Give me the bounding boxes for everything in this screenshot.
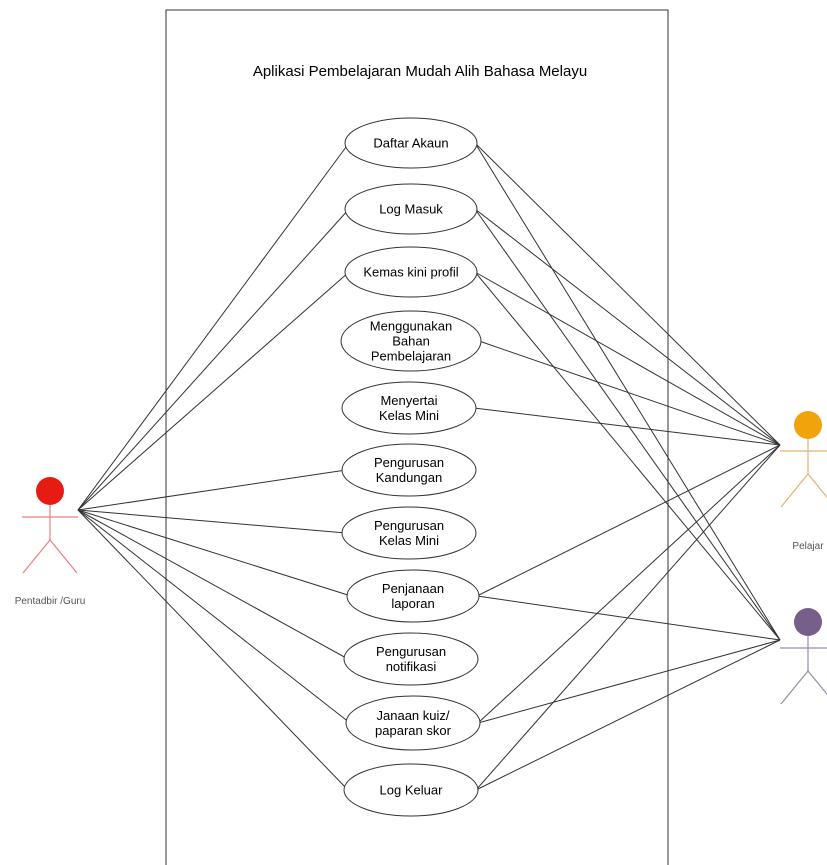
association-third-penjanaan-laporan [476, 595, 781, 641]
actor-left-leg [780, 670, 809, 705]
actor-third [780, 608, 827, 705]
actor-left-leg [780, 473, 809, 508]
association-admin-janaan-kuiz [77, 509, 351, 724]
use-case-ellipse [341, 506, 477, 560]
use-case-label: notifikasi [386, 659, 437, 674]
association-admin-pengurusan-kelas-mini [77, 509, 347, 534]
actor-head-icon [794, 608, 822, 636]
use-case-label: Kelas Mini [379, 533, 439, 548]
use-case-label: Kelas Mini [379, 408, 439, 423]
association-third-log-masuk [474, 208, 781, 641]
association-admin-pengurusan-notifikasi [77, 509, 349, 660]
use-case-label: laporan [391, 596, 434, 611]
use-case-daftar-akaun[interactable]: Daftar Akaun [344, 117, 478, 169]
use-case-label: Pengurusan [374, 518, 444, 533]
association-student-menggunakan-bahan [478, 340, 781, 446]
association-student-kemas-kini-profil [474, 271, 781, 446]
use-case-kemas-kini-profil[interactable]: Kemas kini profil [344, 246, 478, 298]
association-third-kemas-kini-profil [474, 271, 781, 641]
use-case-label: paparan skor [375, 723, 452, 738]
actor-student: Pelajar [780, 411, 827, 552]
association-admin-log-keluar [77, 509, 349, 791]
actor-left-leg [22, 539, 51, 574]
use-case-ellipse [344, 246, 478, 298]
actor-head-icon [794, 411, 822, 439]
use-case-janaan-kuiz[interactable]: Janaan kuiz/paparan skor [345, 695, 481, 751]
use-case-label: Kemas kini profil [363, 265, 458, 280]
association-third-janaan-kuiz [477, 639, 781, 724]
association-admin-pengurusan-kandungan [77, 469, 347, 511]
use-case-ellipse [341, 381, 477, 435]
association-student-daftar-akaun [474, 142, 781, 446]
association-admin-penjanaan-laporan [77, 509, 352, 597]
association-third-daftar-akaun [474, 142, 781, 641]
actor-right-leg [807, 670, 827, 696]
actor-admin: Pentadbir /Guru [15, 477, 86, 607]
association-third-log-keluar [475, 639, 781, 791]
association-admin-kemas-kini-profil [77, 271, 350, 511]
use-case-ellipse [346, 569, 480, 623]
use-case-log-masuk[interactable]: Log Masuk [344, 183, 478, 235]
use-case-ellipse [344, 117, 478, 169]
use-case-label: Kandungan [376, 470, 443, 485]
use-case-ellipse [345, 695, 481, 751]
association-student-janaan-kuiz [477, 444, 781, 724]
actor-label: Pelajar [792, 541, 824, 552]
use-case-label: Menyertai [380, 393, 437, 408]
use-case-label: Pengurusan [374, 455, 444, 470]
association-student-menyertai-kelas-mini [473, 407, 781, 446]
association-admin-daftar-akaun [77, 142, 350, 511]
association-lines [77, 142, 781, 791]
use-case-label: Log Masuk [379, 202, 443, 217]
use-case-log-keluar[interactable]: Log Keluar [343, 763, 479, 817]
use-case-label: Daftar Akaun [373, 136, 448, 151]
actor-right-leg [807, 473, 827, 499]
use-case-label: Pembelajaran [371, 349, 451, 364]
use-case-label: Pengurusan [376, 644, 446, 659]
use-case-ellipse [341, 443, 477, 497]
actors: Pentadbir /Guru Pelajar [15, 411, 827, 705]
use-case-ellipse [344, 183, 478, 235]
use-case-label: Menggunakan [370, 319, 452, 334]
use-case-ellipse [343, 632, 479, 686]
use-case-label: Janaan kuiz/ [377, 708, 450, 723]
association-student-penjanaan-laporan [476, 444, 781, 597]
use-case-label: Penjanaan [382, 581, 444, 596]
use-case-label: Bahan [392, 334, 430, 349]
association-student-log-masuk [474, 208, 781, 446]
actor-right-leg [49, 539, 78, 574]
use-case-label: Log Keluar [380, 783, 444, 798]
use-case-ellipse [343, 763, 479, 817]
association-admin-log-masuk [77, 208, 350, 511]
system-title: Aplikasi Pembelajaran Mudah Alih Bahasa … [253, 63, 587, 80]
actor-label: Pentadbir /Guru [15, 596, 86, 607]
use-case-ellipse [340, 310, 482, 372]
actor-head-icon [36, 477, 64, 505]
